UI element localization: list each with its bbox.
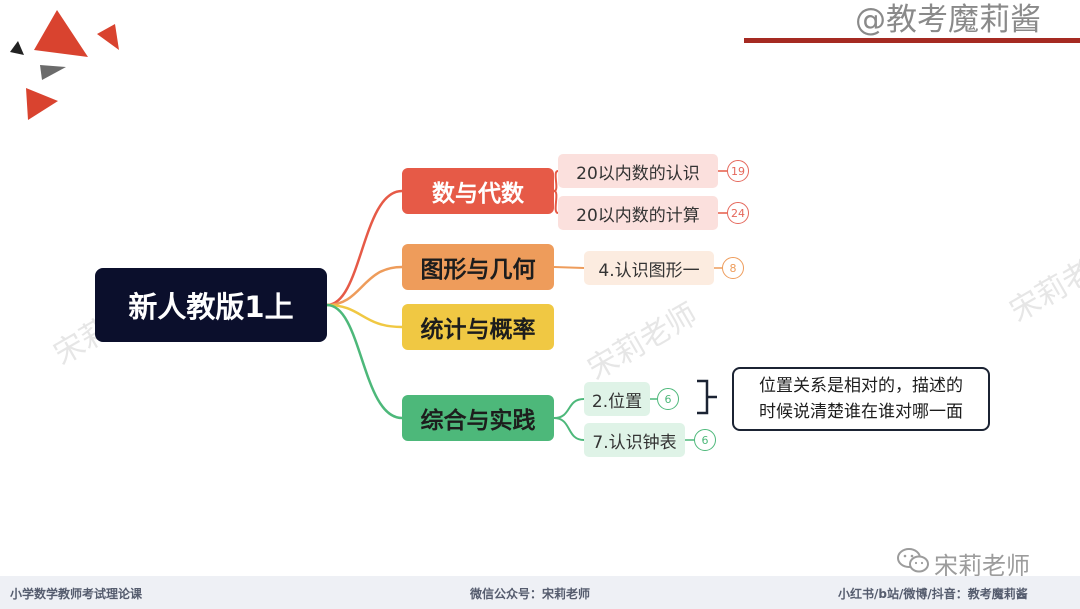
leaf-position[interactable]: 2.位置 — [584, 382, 650, 416]
footer-social: 小红书/b站/微博/抖音：教考魔莉酱 — [838, 585, 1028, 602]
leaf-calc-within-20[interactable]: 20以内数的计算 — [558, 196, 718, 230]
count-badge: 24 — [727, 202, 749, 224]
footer-course: 小学数学教师考试理论课 — [10, 585, 142, 602]
note-line: 位置关系是相对的，描述的 — [744, 373, 978, 399]
leaf-numbers-within-20[interactable]: 20以内数的认识 — [558, 154, 718, 188]
wechat-logo-icon — [896, 547, 932, 575]
branch-practice[interactable]: 综合与实践 — [402, 395, 554, 441]
footer-wechat: 微信公众号：宋莉老师 — [470, 585, 590, 602]
count-badge: 6 — [657, 388, 679, 410]
branch-geometry[interactable]: 图形与几何 — [402, 244, 554, 290]
branch-statistics[interactable]: 统计与概率 — [402, 304, 554, 350]
branch-number-algebra[interactable]: 数与代数 — [402, 168, 554, 214]
footer-bar: 小学数学教师考试理论课 微信公众号：宋莉老师 小红书/b站/微博/抖音：教考魔莉… — [0, 576, 1080, 609]
count-badge: 8 — [722, 257, 744, 279]
mindmap-root[interactable]: 新人教版1上 — [95, 268, 327, 342]
leaf-know-shapes[interactable]: 4.认识图形一 — [584, 251, 714, 285]
count-badge: 6 — [694, 429, 716, 451]
leaf-clock[interactable]: 7.认识钟表 — [584, 423, 685, 457]
count-badge: 19 — [727, 160, 749, 182]
position-note: 位置关系是相对的，描述的 时候说清楚谁在谁对哪一面 — [732, 367, 990, 431]
note-line: 时候说清楚谁在谁对哪一面 — [744, 399, 978, 425]
